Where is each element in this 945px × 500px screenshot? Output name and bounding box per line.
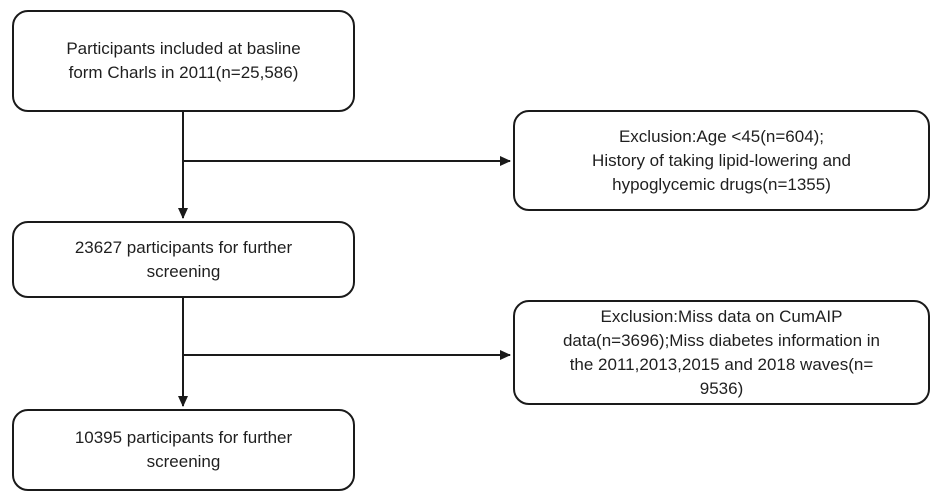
flow-box-baseline-text: Participants included at basline form Ch… [66, 39, 301, 82]
flow-box-exclusion-2-text: Exclusion:Miss data on CumAIP data(n=369… [562, 306, 881, 398]
flow-box-exclusion-2: Exclusion:Miss data on CumAIP data(n=369… [513, 300, 930, 405]
flow-box-exclusion-1: Exclusion:Age <45(n=604); History of tak… [513, 110, 930, 211]
flow-box-screening-1-text: 23627 participants for further screening [74, 237, 293, 281]
flow-box-baseline: Participants included at basline form Ch… [12, 10, 355, 112]
flow-box-exclusion-1-text: Exclusion:Age <45(n=604); History of tak… [592, 126, 851, 194]
flow-box-screening-1: 23627 participants for further screening [12, 221, 355, 298]
flow-box-screening-2: 10395 participants for further screening [12, 409, 355, 491]
flow-box-screening-2-text: 10395 participants for further screening [74, 428, 293, 471]
